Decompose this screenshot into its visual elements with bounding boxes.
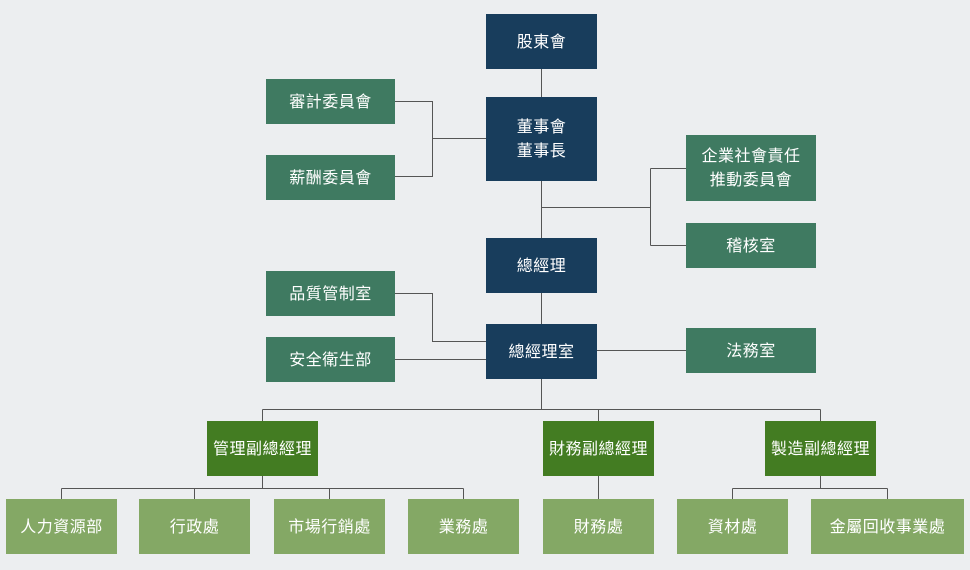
node-label: 稽核室 bbox=[726, 235, 776, 255]
node-shareholders-meeting: 股東會 bbox=[486, 14, 597, 69]
node-label: 品質管制室 bbox=[289, 283, 372, 303]
connector-board-right-branch bbox=[541, 168, 686, 246]
node-label: 業務處 bbox=[438, 516, 489, 536]
node-label: 市場行銷處 bbox=[288, 516, 371, 536]
node-label: 審計委員會 bbox=[289, 91, 372, 111]
node-label: 行政處 bbox=[169, 516, 220, 536]
node-label: 總經理室 bbox=[508, 341, 575, 361]
node-business-division: 業務處 bbox=[408, 499, 519, 554]
connector-management-depts bbox=[61, 476, 464, 499]
node-label: 資材處 bbox=[707, 516, 758, 536]
node-compensation-committee: 薪酬委員會 bbox=[266, 155, 395, 200]
node-materials-division: 資材處 bbox=[677, 499, 788, 554]
node-quality-control-office: 品質管制室 bbox=[266, 271, 395, 316]
node-vp-manufacturing: 製造副總經理 bbox=[765, 421, 876, 476]
node-president: 總經理 bbox=[486, 238, 597, 293]
node-label: 金屬回收事業處 bbox=[829, 516, 946, 536]
node-legal-office: 法務室 bbox=[686, 328, 816, 373]
node-metal-recycling-division: 金屬回收事業處 bbox=[811, 499, 964, 554]
node-board-of-directors: 董事會 董事長 bbox=[486, 97, 597, 181]
node-label: 安全衛生部 bbox=[289, 349, 372, 369]
node-label: 董事會 bbox=[516, 117, 567, 136]
node-label: 企業社會責任 bbox=[701, 146, 801, 165]
node-label: 總經理 bbox=[516, 255, 567, 275]
node-marketing-division: 市場行銷處 bbox=[274, 499, 385, 554]
node-label: 財務處 bbox=[573, 516, 624, 536]
node-csr-committee: 企業社會責任 推動委員會 bbox=[686, 135, 816, 201]
node-label: 推動委員會 bbox=[709, 170, 793, 189]
connector-committees-board bbox=[395, 101, 486, 177]
node-internal-audit: 稽核室 bbox=[686, 223, 816, 268]
node-vp-management: 管理副總經理 bbox=[207, 421, 318, 476]
connector-manufacturing-depts bbox=[732, 476, 888, 499]
node-label: 薪酬委員會 bbox=[289, 167, 372, 187]
node-label: 人力資源部 bbox=[20, 516, 103, 536]
node-label: 管理副總經理 bbox=[212, 438, 312, 458]
node-safety-health-dept: 安全衛生部 bbox=[266, 337, 395, 382]
node-audit-committee: 審計委員會 bbox=[266, 79, 395, 124]
node-label: 製造副總經理 bbox=[770, 438, 870, 458]
connector-vice-presidents bbox=[262, 379, 821, 421]
node-finance-division: 財務處 bbox=[543, 499, 654, 554]
node-president-office: 總經理室 bbox=[486, 324, 597, 379]
node-label: 股東會 bbox=[516, 31, 567, 51]
node-hr-dept: 人力資源部 bbox=[6, 499, 117, 554]
node-vp-finance: 財務副總經理 bbox=[543, 421, 654, 476]
connector-quality-office bbox=[395, 293, 486, 342]
node-label: 董事長 bbox=[516, 141, 567, 160]
node-admin-division: 行政處 bbox=[139, 499, 250, 554]
node-label: 法務室 bbox=[726, 340, 776, 360]
node-label: 財務副總經理 bbox=[548, 438, 648, 458]
